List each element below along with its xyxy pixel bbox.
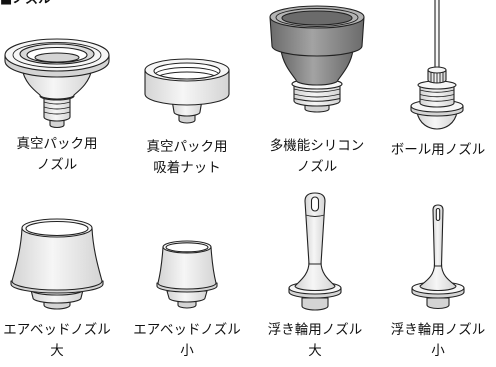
cap-top — [427, 66, 447, 74]
flange-groove — [12, 42, 102, 68]
thread-lines — [43, 101, 71, 115]
inner-thread — [155, 71, 219, 79]
nozzle-tip — [301, 297, 329, 311]
nozzle-label: ボール用ノズル — [382, 140, 494, 161]
nozzle-item-float-ring-small: 浮き輪用ノズル 小 — [382, 185, 494, 367]
nozzle-label: 多機能シリコン ノズル — [261, 136, 373, 178]
label-line-1: 真空パック用 — [146, 139, 228, 155]
vacuum-pack-nozzle-illustration — [4, 38, 110, 129]
nozzle-label: エアベッドノズル 小 — [131, 320, 243, 362]
label-line-2: ノズル — [296, 159, 338, 175]
base-ring — [166, 290, 208, 303]
label-line-2: 小 — [180, 343, 194, 359]
nozzle-item-suction-nut: 真空パック用 吸着ナット — [131, 0, 243, 185]
ball-needle-nozzle-illustration — [410, 0, 464, 130]
thread-lines — [419, 89, 455, 102]
silicone-opening — [281, 10, 353, 26]
label-line-2: 吸着ナット — [153, 160, 221, 176]
nozzle-item-air-bed-small: エアベッドノズル 小 — [131, 185, 243, 367]
nozzle-label: 真空パック用 吸着ナット — [131, 137, 243, 179]
cone-body — [11, 227, 103, 291]
nozzle-label: 真空パック用 ノズル — [1, 134, 113, 176]
air-bed-nozzle-large-illustration — [10, 218, 104, 310]
tube-head-line — [305, 214, 325, 217]
label-line-2: ノズル — [36, 157, 78, 173]
knurl-lines — [430, 71, 444, 83]
nozzle-label: 浮き輪用ノズル 大 — [259, 320, 371, 362]
nozzle-tip — [426, 297, 450, 310]
flared-neck — [419, 263, 457, 292]
label-line-1: 真空パック用 — [16, 136, 98, 152]
tube-slot — [310, 196, 320, 212]
float-ring-nozzle-large-illustration — [288, 192, 342, 311]
nozzle-item-float-ring-large: 浮き輪用ノズル 大 — [259, 185, 371, 367]
nozzle-opening — [25, 220, 89, 237]
nozzle-label: 浮き輪用ノズル 小 — [382, 320, 494, 362]
label-line-1: ボール用ノズル — [390, 142, 486, 158]
section-heading-text: ■ノズル — [0, 0, 51, 8]
nozzle-item-air-bed-large: エアベッドノズル 大 — [1, 185, 113, 367]
tube — [432, 204, 444, 267]
silicone-nozzle-illustration — [269, 5, 365, 113]
silicone-lower-section — [280, 49, 354, 86]
label-line-1: 多機能シリコン — [269, 138, 365, 154]
thread-lines — [293, 88, 341, 102]
nozzle-item-ball-needle: ボール用ノズル — [382, 0, 494, 185]
needle — [434, 0, 440, 71]
silicone-rim-ridge — [275, 8, 359, 27]
label-line-2: 小 — [431, 343, 445, 359]
label-line-2: 大 — [308, 343, 322, 359]
tube — [304, 192, 326, 265]
suction-nut-illustration — [144, 58, 230, 124]
air-bed-nozzle-small-illustration — [156, 240, 218, 309]
label-line-1: エアベッドノズル — [3, 322, 111, 338]
cone-body — [157, 246, 217, 290]
nut-opening — [153, 62, 221, 80]
label-line-1: 浮き輪用ノズル — [390, 322, 486, 338]
float-ring-nozzle-small-illustration — [411, 204, 465, 310]
opening-floor — [34, 52, 80, 63]
section-heading: ■ノズル — [0, 0, 70, 8]
label-line-1: 浮き輪用ノズル — [267, 322, 363, 338]
label-line-1: エアベッドノズル — [133, 322, 241, 338]
label-line-2: 大 — [50, 343, 64, 359]
nozzle-item-silicone: 多機能シリコン ノズル — [261, 0, 373, 185]
nozzle-opening — [165, 242, 209, 253]
tube-slot — [435, 207, 441, 222]
nozzle-item-vacuum-pack: 真空パック用 ノズル — [1, 0, 113, 185]
base-dome — [416, 111, 458, 130]
nozzle-label: エアベッドノズル 大 — [1, 320, 113, 362]
flared-neck — [294, 261, 336, 292]
